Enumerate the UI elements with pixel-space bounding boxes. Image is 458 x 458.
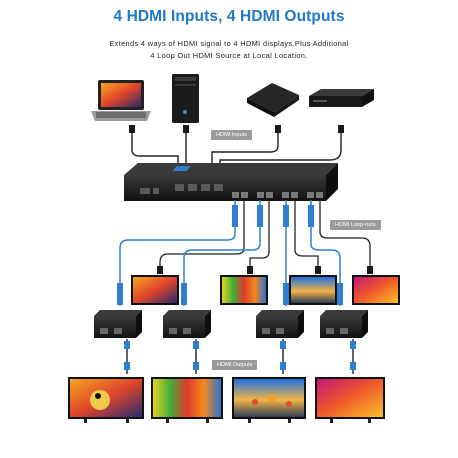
pc-tower-icon xyxy=(172,74,199,123)
loop-out-plugs xyxy=(157,266,373,274)
media-box-icon xyxy=(247,83,299,117)
subtitle-line-2: 4 Loop Out HDMI Source at Local Location… xyxy=(150,51,308,60)
receiver-icon xyxy=(94,310,368,338)
tv-icon xyxy=(68,377,385,423)
loop-out-hdmi-cables xyxy=(159,200,371,272)
loop-monitor-4 xyxy=(352,275,400,305)
subtitle-line-1: Extends 4 ways of HDMI signal to 4 HDMI … xyxy=(109,39,349,48)
page-title: 4 HDMI Inputs, 4 HDMI Outputs xyxy=(113,8,345,25)
cat-connectors xyxy=(117,205,343,305)
loop-monitor-2 xyxy=(220,275,268,305)
bluray-player-icon xyxy=(309,89,374,107)
hdmi-outputs-label: HDMI Outputs xyxy=(212,360,258,370)
matrix-extender-icon xyxy=(124,163,338,201)
output-hdmi-plugs xyxy=(124,341,356,370)
loop-monitor-1 xyxy=(131,275,179,305)
loop-monitor-3 xyxy=(289,275,337,305)
laptop-icon xyxy=(91,80,151,121)
hdmi-inputs-label: HDMI Inputs xyxy=(211,130,253,140)
hdmi-loop-outs-label: HDMI Loop-outs xyxy=(330,220,381,230)
